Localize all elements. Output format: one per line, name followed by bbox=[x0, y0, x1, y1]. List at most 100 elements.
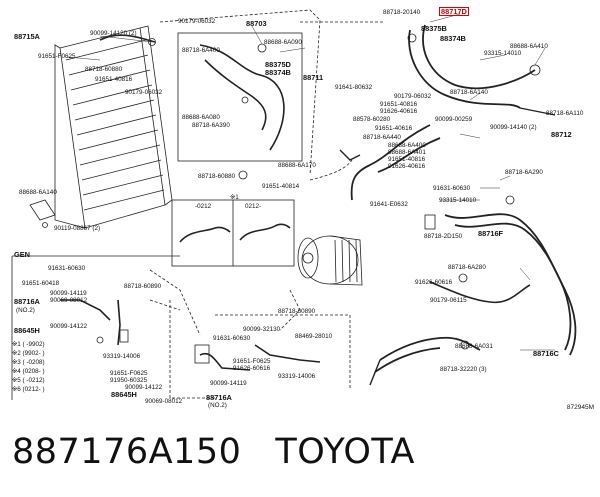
legend-item: ※4 (0208- ) bbox=[12, 367, 45, 375]
label-88375B: 88375B bbox=[421, 24, 447, 33]
label-l69: 91651-F0625 bbox=[110, 370, 148, 377]
parts-diagram bbox=[11, 9, 577, 400]
label-l15: 88718-6A390 bbox=[192, 122, 230, 129]
label-l39: 91651-40814 bbox=[262, 183, 300, 190]
label-l36: 91626-40616 bbox=[388, 163, 426, 170]
label-88645H-2: 88645H bbox=[111, 390, 137, 399]
label-l8: 88718-6A400 bbox=[182, 47, 220, 54]
label-l28: 88718-6A110 bbox=[546, 110, 584, 117]
label-88716A-2: 88716A bbox=[206, 393, 232, 402]
label-l76: (NO.2) bbox=[208, 402, 227, 409]
label-l27: 90099-00259 bbox=[435, 116, 473, 123]
label-l59: 90179-06115 bbox=[430, 297, 467, 304]
label-l70: 91950-60325 bbox=[110, 377, 148, 384]
legend-item: ※3 ( -0208) bbox=[12, 358, 45, 366]
legend-item: ※2 (9902- ) bbox=[12, 349, 45, 357]
label-88712: 88712 bbox=[551, 130, 572, 139]
label-l47: 0212- bbox=[245, 203, 262, 210]
label-88716A: 88716A bbox=[14, 297, 40, 306]
label-88703: 88703 bbox=[246, 19, 267, 28]
label-l26: 88718-6A140 bbox=[450, 89, 488, 96]
label-l34: 88688-6A401 bbox=[388, 149, 426, 156]
label-l62: 93319-14006 bbox=[103, 353, 141, 360]
label-l6: 90179-06032 bbox=[178, 18, 216, 25]
label-88374B: 88374B bbox=[265, 68, 291, 77]
label-l55: 90069-08012 bbox=[50, 297, 88, 304]
label-l25: 88578-60280 bbox=[353, 116, 391, 123]
label-note-1: ※1 bbox=[230, 194, 239, 201]
label-88375D: 88375D bbox=[265, 60, 291, 69]
label-l33: 88688-6A400 bbox=[388, 142, 426, 149]
tube-88716C bbox=[444, 213, 572, 351]
label-l41: 91641-E0632 bbox=[370, 201, 408, 208]
label-l64: 90099-32130 bbox=[243, 326, 281, 333]
label-l68: 91626-60616 bbox=[233, 365, 271, 372]
tube-88712 bbox=[408, 29, 521, 109]
label-l5: 91651-40816 bbox=[95, 76, 133, 83]
label-l38: 88718-60880 bbox=[198, 173, 236, 180]
label-l29: 90099-14140 (2) bbox=[490, 124, 537, 131]
group-box-88711 bbox=[177, 32, 303, 162]
label-l3: 91651-F0625 bbox=[38, 53, 76, 60]
label-l21: 88688-6A410 bbox=[510, 43, 548, 50]
legend-item: ※1 ( -9902) bbox=[12, 341, 45, 348]
label-88715A: 88715A bbox=[14, 32, 40, 41]
label-l32: 88718-6A440 bbox=[363, 134, 401, 141]
label-88374B-2: 88374B bbox=[440, 34, 466, 43]
label-l77: 93319-14006 bbox=[278, 373, 316, 380]
label-l78: 88688-6A031 bbox=[455, 343, 493, 350]
label-l61: 90099-14122 bbox=[50, 323, 88, 330]
highlight-88717D[interactable]: 88717D bbox=[439, 7, 469, 16]
label-l13: 90179-06032 bbox=[125, 89, 163, 96]
label-l22: 90179-06032 bbox=[394, 93, 432, 100]
compressor bbox=[297, 235, 363, 286]
label-88716F: 88716F bbox=[478, 229, 504, 238]
legend-item: ※6 (0212- ) bbox=[12, 385, 45, 393]
label-l54: 90099-14119 bbox=[50, 290, 87, 297]
label-l65: 91631-60630 bbox=[213, 335, 251, 342]
label-l9: 88688-6A090 bbox=[264, 39, 302, 46]
label-l51: 88718-6A280 bbox=[448, 264, 486, 271]
label-l40: 88688-6A140 bbox=[19, 189, 57, 196]
label-l42: 88718-6A290 bbox=[505, 169, 543, 176]
caption: 887176A150 TOYOTA bbox=[12, 432, 415, 472]
label-l16: 91641-80632 bbox=[335, 84, 373, 91]
label-l31: 91651-40616 bbox=[375, 125, 413, 132]
label-88645H: 88645H bbox=[14, 326, 40, 335]
label-l57: (NO.2) bbox=[16, 307, 35, 314]
label-l14: 88688-6A080 bbox=[182, 114, 220, 121]
label-l4: 88718-60880 bbox=[85, 66, 123, 73]
variant-legend: ※1 ( -9902) ※2 (9902- ) ※3 ( -0208) ※4 (… bbox=[12, 341, 45, 394]
label-l74: 90069-08012 bbox=[145, 398, 183, 405]
label-l17: 88718-20140 bbox=[383, 9, 421, 16]
label-88711: 88711 bbox=[303, 73, 324, 82]
label-l44: 93315-14010 bbox=[439, 197, 477, 204]
part-number: 887176A150 bbox=[12, 432, 242, 472]
label-l72: 90099-14119 bbox=[210, 380, 247, 387]
label-l53: 88718-60890 bbox=[124, 283, 162, 290]
label-l71: 90099-14122 bbox=[125, 384, 163, 391]
label-l2: 90099-14120 (2) bbox=[90, 30, 137, 37]
label-l37: 88688-6A170 bbox=[278, 162, 316, 169]
brand-name: TOYOTA bbox=[275, 432, 415, 472]
label-88716C: 88716C bbox=[533, 349, 559, 358]
label-l48: 88718-2D150 bbox=[424, 233, 463, 240]
label-l66: 88469-28010 bbox=[295, 333, 333, 340]
catalog-code: 872945M bbox=[566, 404, 594, 411]
label-l46: -0212 bbox=[195, 203, 212, 210]
legend-item: ※5 ( -0212) bbox=[12, 376, 45, 384]
label-l80: 88718-32220 (3) bbox=[440, 366, 487, 373]
label-l58: 91626-60616 bbox=[415, 279, 453, 286]
label-gen: GEN bbox=[14, 250, 31, 259]
label-l63: 88718-60890 bbox=[278, 308, 316, 315]
label-l67: 91651-F0625 bbox=[233, 358, 271, 365]
condenser-core bbox=[54, 25, 173, 229]
label-l45: 90119-08867 (2) bbox=[54, 225, 101, 232]
label-l23: 91651-40816 bbox=[380, 101, 418, 108]
label-l35: 91651-40816 bbox=[388, 156, 426, 163]
label-l24: 91626-40616 bbox=[380, 108, 418, 115]
tube-88711 bbox=[199, 44, 285, 151]
label-l43: 91631-60630 bbox=[433, 185, 471, 192]
label-l20: 93315-14010 bbox=[484, 50, 522, 57]
label-l52: 91651-60418 bbox=[22, 280, 60, 287]
